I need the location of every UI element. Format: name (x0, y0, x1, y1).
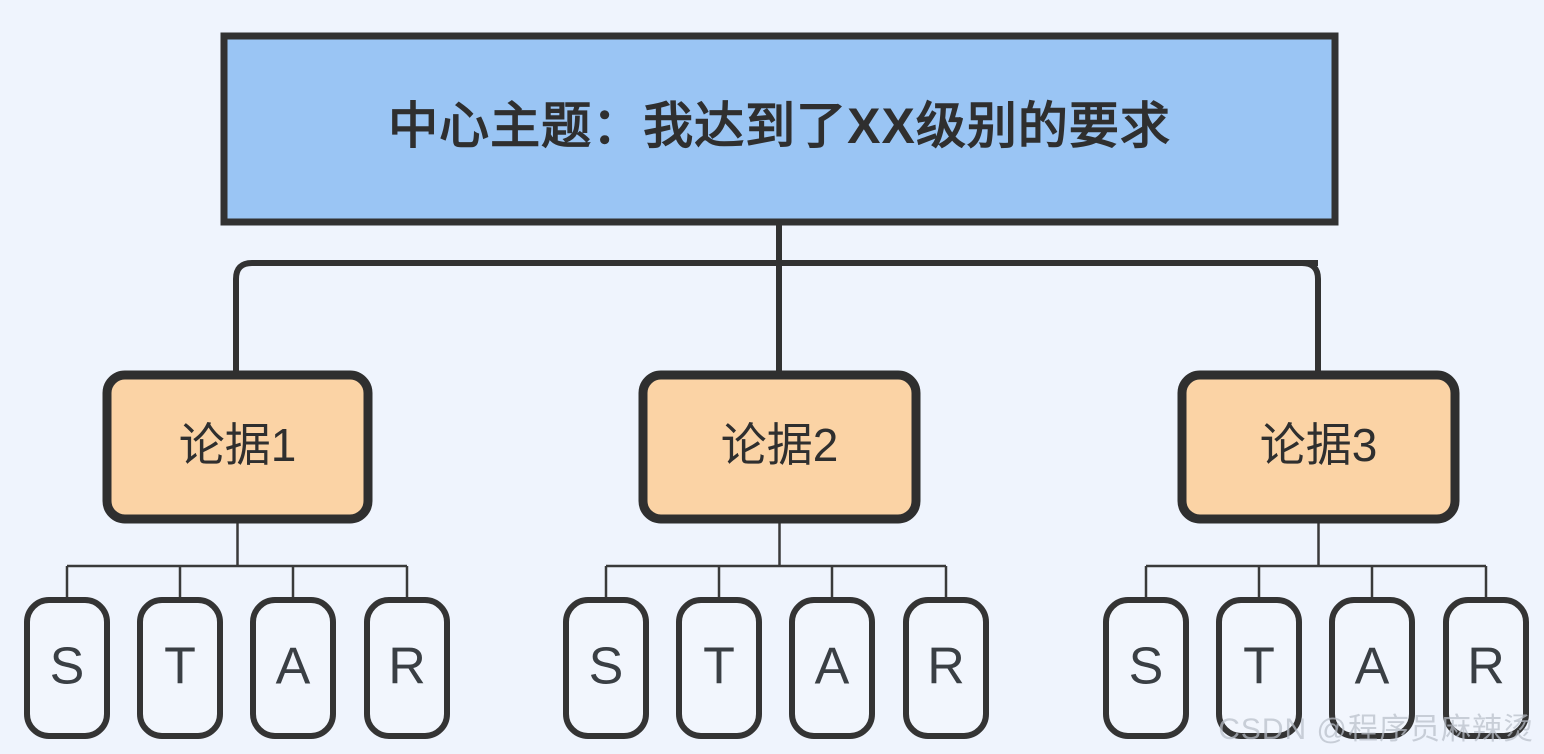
leaf-node-1-a[interactable]: A (250, 597, 336, 739)
leaf-node-3-s-box[interactable] (1103, 597, 1189, 739)
leaf-node-2-r[interactable]: R (903, 597, 989, 739)
branch-node-1-box[interactable] (102, 370, 373, 524)
leaf-node-3-s-label: S (1129, 638, 1164, 696)
leaf-node-1-r-box[interactable] (364, 597, 450, 739)
branch-node-3-label: 论据3 (1260, 419, 1378, 471)
root-node: 中心主题：我达到了XX级别的要求 (220, 32, 1339, 226)
leaf-node-1-s-box[interactable] (24, 597, 110, 739)
root-node-box (220, 32, 1339, 226)
leaf-node-2-r-box[interactable] (903, 597, 989, 739)
leaf-node-3-t-label: T (1243, 638, 1275, 696)
leaf-node-3-r-box[interactable] (1443, 597, 1529, 739)
leaf-node-2-s[interactable]: S (563, 597, 649, 739)
branch-node-3[interactable]: 论据3 (1177, 370, 1460, 524)
leaf-node-3-a[interactable]: A (1329, 597, 1415, 739)
leaf-node-3-t-box[interactable] (1216, 597, 1302, 739)
branch-node-2-box[interactable] (638, 370, 921, 524)
leaf-node-2-r-label: R (927, 638, 965, 696)
leaf-node-1-r-label: R (388, 638, 426, 696)
branch-1-connector (233, 260, 253, 375)
leaf-node-1-t-box[interactable] (137, 597, 223, 739)
leaf-node-1-r[interactable]: R (364, 597, 450, 739)
leaf-node-2-t-label: T (703, 638, 735, 696)
leaf-node-1-t[interactable]: T (137, 597, 223, 739)
leaf-node-3-t[interactable]: T (1216, 597, 1302, 739)
branch-3-connector (1301, 260, 1321, 375)
leaf-node-2-t[interactable]: T (676, 597, 762, 739)
root-node-label: 中心主题：我达到了XX级别的要求 (388, 98, 1171, 154)
leaf-node-3-a-box[interactable] (1329, 597, 1415, 739)
leaf-node-1-s-label: S (50, 638, 85, 696)
leaf-node-3-r[interactable]: R (1443, 597, 1529, 739)
leaf-node-1-a-label: A (276, 638, 311, 696)
branch-node-2-label: 论据2 (721, 419, 839, 471)
leaf-node-3-a-label: A (1355, 638, 1390, 696)
branch-node-1-label: 论据1 (179, 419, 297, 471)
leaf-node-1-t-label: T (164, 638, 196, 696)
leaf-node-1-s[interactable]: S (24, 597, 110, 739)
leaf-node-2-s-label: S (589, 638, 624, 696)
leaf-node-3-r-label: R (1467, 638, 1505, 696)
leaf-node-2-a-box[interactable] (789, 597, 875, 739)
leaf-node-2-a[interactable]: A (789, 597, 875, 739)
leaf-node-2-s-box[interactable] (563, 597, 649, 739)
branch-node-3-box[interactable] (1177, 370, 1460, 524)
connector-layer (65, 222, 1488, 600)
leaf-node-2-t-box[interactable] (676, 597, 762, 739)
leaf-node-3-s[interactable]: S (1103, 597, 1189, 739)
leaf-node-2-a-label: A (815, 638, 850, 696)
branch-node-1[interactable]: 论据1 (102, 370, 373, 524)
leaf-node-1-a-box[interactable] (250, 597, 336, 739)
branch-node-2[interactable]: 论据2 (638, 370, 921, 524)
